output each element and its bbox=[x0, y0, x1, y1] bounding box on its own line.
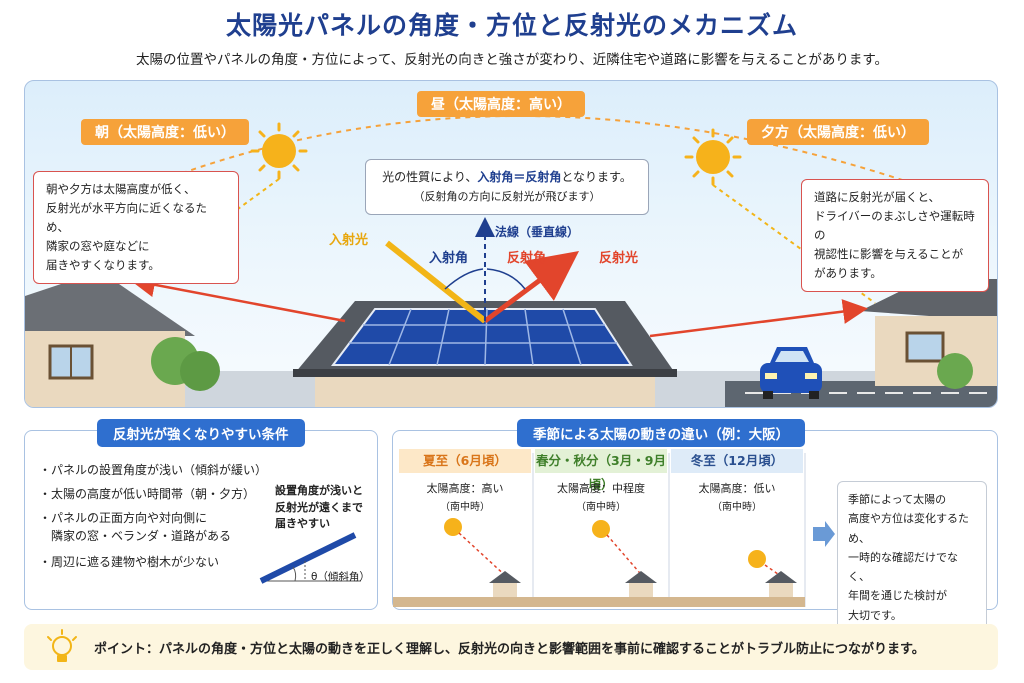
tilt-angle-label: θ（傾斜角） bbox=[311, 571, 370, 583]
seasons-summary: 季節によって太陽の 高度や方位は変化するため、 一時的な確認だけでなく、 年間を… bbox=[837, 481, 987, 634]
condition-item: ・パネルの正面方向や対向側に bbox=[39, 511, 208, 525]
lightbulb-icon bbox=[47, 629, 77, 662]
panel-angle-note: 設置角度が浅いと 反射光が遠くまで 届きやすい bbox=[275, 483, 363, 533]
condition-item: ・パネルの設置角度が浅い（傾斜が緩い） bbox=[39, 463, 268, 477]
reflect-angle-label: 反射角 bbox=[507, 251, 547, 266]
panel-angle-note-line: 届きやすい bbox=[275, 517, 330, 530]
neighbor-house-left bbox=[25, 271, 220, 407]
point-text: ポイント：パネルの角度・方位と太陽の動きを正しく理解し、反射光の向きと影響範囲を… bbox=[94, 642, 925, 657]
sun-icon-evening bbox=[684, 128, 742, 186]
summary-line: 大切です。 bbox=[848, 608, 902, 622]
season-header: 夏至（6月頃） bbox=[399, 449, 531, 473]
law-note-line2: （反射角の方向に反射光が飛びます） bbox=[413, 189, 601, 203]
law-note-suffix: となります。 bbox=[561, 170, 632, 184]
normal-line-label: 法線（垂直線） bbox=[495, 225, 580, 239]
condition-item: ・周辺に遮る建物や樹木が少ない bbox=[39, 555, 220, 569]
evening-label: 夕方（太陽高度：低い） bbox=[747, 119, 929, 145]
sun-icon-morning bbox=[250, 122, 308, 180]
reflection-to-road bbox=[649, 299, 868, 338]
page-title: 太陽光パネルの角度・方位と反射光のメカニズム bbox=[225, 11, 798, 40]
conditions-panel: 反射光が強くなりやすい条件 ・パネルの設置角度が浅い（傾斜が緩い） ・太陽の高度… bbox=[24, 419, 378, 610]
reflection-to-house bbox=[130, 272, 346, 323]
season-note: （南中時） bbox=[712, 501, 762, 513]
morning-note-line: 届きやすくなります。 bbox=[46, 257, 160, 272]
hero-illustration: 昼（太陽高度：高い） 朝（太陽高度：低い） 夕方（太陽高度：低い） 朝や夕方は太… bbox=[24, 80, 998, 408]
incident-light-label: 入射光 bbox=[329, 233, 369, 248]
incident-light-ray bbox=[385, 240, 487, 324]
summary-line: 季節によって太陽の bbox=[848, 493, 947, 506]
law-note-highlight: 入射角＝反射角 bbox=[477, 170, 562, 184]
season-altitude: 太陽高度：低い bbox=[698, 482, 776, 495]
season-equinox: 春分・秋分（3月・9月頃） 太陽高度：中程度 （南中時） bbox=[535, 449, 667, 609]
season-summer: 夏至（6月頃） 太陽高度：高い （南中時） bbox=[399, 449, 531, 609]
season-altitude: 太陽高度：高い bbox=[426, 482, 504, 495]
neighbor-house-right bbox=[860, 279, 997, 389]
morning-label: 朝（太陽高度：低い） bbox=[81, 119, 249, 145]
season-note: （南中時） bbox=[576, 501, 626, 513]
season-header: 冬至（12月頃） bbox=[671, 449, 803, 473]
road-note-line: があります。 bbox=[814, 265, 882, 280]
noon-label: 昼（太陽高度：高い） bbox=[417, 91, 585, 117]
condition-item: ・太陽の高度が低い時間帯（朝・夕方） bbox=[39, 487, 256, 501]
morning-note-line: 反射光が水平方向に近くなるため、 bbox=[46, 200, 207, 234]
hero-scene bbox=[25, 115, 997, 407]
road-note-line: ドライバーのまぶしさや運転時の bbox=[814, 208, 975, 242]
reflect-angle-arc bbox=[486, 268, 526, 290]
reflected-light-ray bbox=[483, 251, 580, 324]
season-winter: 冬至（12月頃） 太陽高度：低い （南中時） bbox=[671, 449, 803, 609]
morning-note-line: 朝や夕方は太陽高度が低く、 bbox=[46, 182, 196, 196]
seasons-panel: 季節による太陽の動きの違い（例：大阪） 夏至（6月頃） 太陽高度：高い （南中時… bbox=[392, 419, 998, 634]
morning-note-line: 隣家の窓や庭などに bbox=[46, 238, 150, 253]
summary-line: 高度や方位は変化するため、 bbox=[848, 512, 969, 545]
reflect-light-label: 反射光 bbox=[599, 251, 639, 266]
page-subtitle: 太陽の位置やパネルの角度・方位によって、反射光の向きと強さが変わり、近隣住宅や道… bbox=[136, 52, 888, 68]
condition-item: 隣家の窓・ベランダ・道路がある bbox=[39, 529, 232, 543]
road-note-line: 視認性に影響を与えることが bbox=[814, 246, 964, 261]
law-note-prefix: 光の性質により、 bbox=[382, 170, 478, 184]
tilt-angle-diagram bbox=[259, 532, 361, 584]
road-note: 道路に反射光が届くと、 ドライバーのまぶしさや運転時の 視認性に影響を与えること… bbox=[801, 179, 989, 292]
summary-line: 年間を通じた検討が bbox=[848, 589, 947, 603]
right-arrow-icon bbox=[813, 521, 835, 547]
season-altitude: 太陽高度：中程度 bbox=[557, 482, 645, 495]
point-banner: ポイント：パネルの角度・方位と太陽の動きを正しく理解し、反射光の向きと影響範囲を… bbox=[24, 624, 998, 670]
road-note-line: 道路に反射光が届くと、 bbox=[814, 190, 941, 204]
conditions-title: 反射光が強くなりやすい条件 bbox=[97, 419, 305, 447]
solar-panel bbox=[331, 308, 633, 366]
incident-angle-arc bbox=[444, 268, 484, 290]
season-header: 春分・秋分（3月・9月頃） bbox=[535, 449, 667, 492]
morning-note: 朝や夕方は太陽高度が低く、 反射光が水平方向に近くなるため、 隣家の窓や庭などに… bbox=[33, 171, 239, 284]
incident-angle-label: 入射角 bbox=[429, 251, 469, 266]
season-diagrams bbox=[393, 453, 835, 607]
panel-angle-note-line: 設置角度が浅いと bbox=[275, 484, 363, 497]
seasons-title: 季節による太陽の動きの違い（例：大阪） bbox=[517, 419, 806, 447]
reflection-law-note: 光の性質により、入射角＝反射角となります。 （反射角の方向に反射光が飛びます） bbox=[365, 159, 649, 215]
summary-line: 一時的な確認だけでなく、 bbox=[848, 550, 958, 583]
panel-angle-note-line: 反射光が遠くまで bbox=[275, 500, 363, 514]
season-note: （南中時） bbox=[440, 501, 490, 513]
car-icon bbox=[760, 347, 822, 399]
